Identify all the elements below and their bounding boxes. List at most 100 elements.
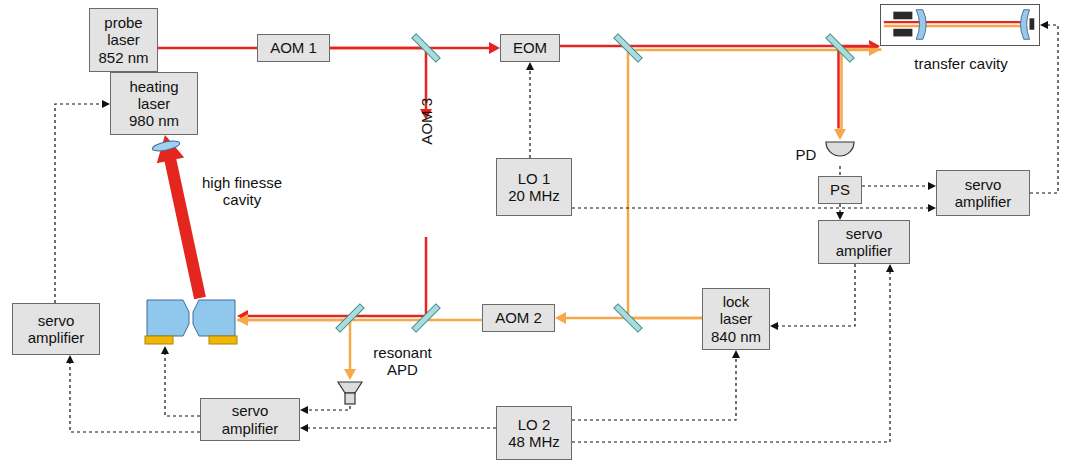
- arrow-head: [526, 62, 534, 70]
- node-label: LO 1 20 MHz: [508, 170, 561, 205]
- signal-line: [1030, 21, 1058, 193]
- lens: [151, 139, 180, 153]
- cavity-box: transfer cavity: [880, 4, 1040, 46]
- arrow-head: [928, 204, 936, 212]
- shape-outline: [145, 298, 237, 346]
- signal-line: [572, 350, 740, 420]
- connector-line: [307, 427, 496, 428]
- oscillator-box: LO 1 20 MHz: [496, 158, 572, 216]
- node-label: high finesse cavity: [197, 174, 287, 209]
- signal-line: [840, 166, 841, 176]
- node-label: servo amplifier: [215, 402, 285, 437]
- arrow-head: [102, 100, 110, 108]
- arrow-head: [1040, 21, 1048, 29]
- signal-line: [300, 424, 496, 432]
- node-label: servo amplifier: [829, 225, 899, 260]
- connector-line: [1030, 25, 1058, 193]
- laser-beam: [834, 47, 882, 141]
- node-label: lock laser 840 nm: [709, 293, 763, 345]
- arrow-head: [770, 322, 778, 330]
- cavity-symbol: high finesse cavity: [145, 298, 237, 346]
- laser-box: lock laser 840 nm: [702, 288, 770, 350]
- beam-splitter: [412, 304, 440, 332]
- beam-splitter: [336, 304, 364, 332]
- connector-line: [839, 166, 840, 176]
- splitter-box: PS: [818, 176, 862, 204]
- connector-line: [55, 104, 103, 303]
- node-label: AOM 1: [270, 39, 317, 56]
- laser-beam: [237, 237, 426, 322]
- signal-line: [572, 264, 894, 442]
- connector-line: [560, 45, 870, 48]
- arrow-head: [66, 355, 74, 363]
- connector-line: [237, 320, 350, 370]
- servo-box: servo amplifier: [200, 398, 300, 441]
- connector-line: [165, 353, 200, 416]
- arrow-head: [344, 369, 356, 380]
- connector-line: [572, 271, 890, 442]
- node-label: PS: [830, 181, 850, 198]
- arrow-head: [834, 129, 846, 140]
- connector-line: [247, 237, 426, 316]
- connector-line: [839, 204, 840, 213]
- signal-line: [770, 264, 855, 330]
- node-label: LO 2 48 MHz: [508, 416, 561, 451]
- connector-line: [572, 207, 929, 208]
- shape-outline: [337, 380, 363, 406]
- laser-beam: [157, 135, 200, 298]
- laser-beam: [158, 48, 257, 49]
- servo-box: servo amplifier: [818, 220, 910, 264]
- modulator-box: EOM: [500, 34, 560, 62]
- signal-line: [836, 204, 844, 220]
- connector-line: [170, 159, 200, 298]
- laser-box: heating laser 980 nm: [110, 72, 198, 135]
- modulator-box: AOM 3: [411, 120, 443, 237]
- beam-splitter: [614, 34, 642, 62]
- modulator-box: AOM 2: [482, 304, 555, 332]
- connector-line: [529, 69, 530, 158]
- photodiode: resonant APD: [337, 380, 363, 406]
- node-label: heating laser 980 nm: [127, 78, 182, 130]
- arrow-head: [836, 212, 844, 220]
- servo-box: servo amplifier: [936, 170, 1030, 216]
- connector-line: [862, 185, 929, 186]
- node-label: PD: [793, 146, 819, 163]
- node-label: probe laser 852 nm: [96, 14, 151, 66]
- arrow-head: [732, 350, 740, 358]
- signal-line: [526, 62, 534, 158]
- connector-line: [158, 47, 257, 50]
- node-label: servo amplifier: [948, 176, 1018, 211]
- beam-splitter: [412, 34, 440, 62]
- node-label: AOM 3: [418, 113, 435, 145]
- connector-line: [777, 264, 855, 326]
- signal-line: [572, 204, 936, 212]
- connector-line: [572, 357, 736, 420]
- signal-line: [862, 182, 936, 190]
- arrow-head: [928, 182, 936, 190]
- connector-line: [842, 50, 882, 132]
- node-label: servo amplifier: [21, 312, 91, 347]
- beam-splitter: [826, 34, 854, 62]
- laser-box: probe laser 852 nm: [89, 8, 158, 72]
- node-label: AOM 2: [495, 309, 542, 326]
- connector-line: [307, 406, 350, 410]
- signal-line: [300, 406, 350, 414]
- arrow-head: [886, 264, 894, 272]
- arrow-head: [300, 424, 308, 432]
- node-label: transfer cavity: [881, 55, 1041, 72]
- shape-outline: [825, 140, 855, 166]
- servo-box: servo amplifier: [12, 303, 100, 355]
- shape-outline: [881, 5, 1039, 45]
- arrow-head: [555, 312, 566, 324]
- beam-splitter: [614, 304, 642, 332]
- connector-line: [70, 362, 200, 432]
- oscillator-box: LO 2 48 MHz: [496, 406, 572, 460]
- arrow-head: [489, 42, 500, 54]
- signal-line: [161, 346, 200, 416]
- photodiode: PD: [825, 140, 855, 166]
- connector-line: [628, 50, 870, 318]
- modulator-box: AOM 1: [257, 34, 330, 62]
- laser-beam: [330, 48, 432, 120]
- connector-line: [839, 47, 879, 129]
